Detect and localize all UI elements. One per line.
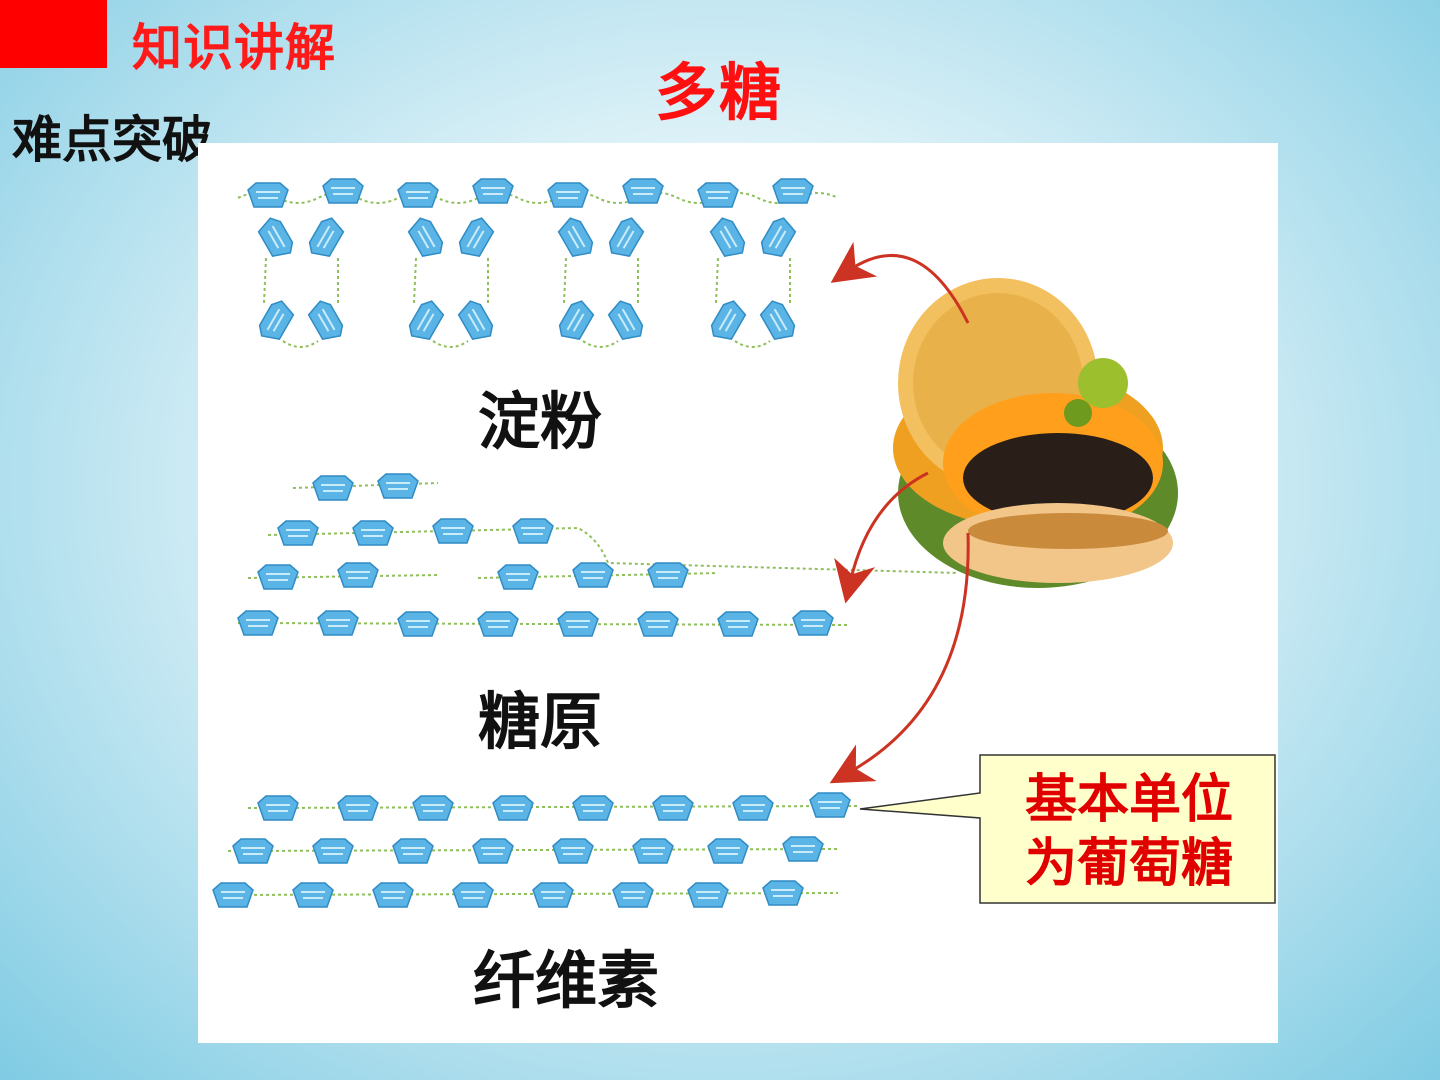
diagram-panel: 淀粉 糖原 纤维素 <box>198 143 1278 1043</box>
callout-text: 基本单位 为葡萄糖 <box>1000 768 1258 896</box>
label-glycogen: 糖原 <box>478 685 603 758</box>
callout-line-1: 基本单位 <box>1024 770 1233 830</box>
page-title: 多糖 <box>655 56 784 129</box>
section-marker <box>0 0 107 68</box>
callout-box <box>859 754 1276 904</box>
arrows <box>829 241 970 784</box>
callout-line-2: 为葡萄糖 <box>1024 834 1233 894</box>
starch-structure <box>237 178 839 348</box>
polysaccharide-diagram <box>212 178 1276 908</box>
hamburger-icon <box>893 278 1178 588</box>
subtitle: 难点突破 <box>12 111 212 169</box>
section-title: 知识讲解 <box>132 19 336 77</box>
glycogen-structure <box>237 473 959 637</box>
cellulose-structure <box>212 792 859 908</box>
label-cellulose: 纤维素 <box>473 944 660 1017</box>
label-starch: 淀粉 <box>478 385 603 458</box>
